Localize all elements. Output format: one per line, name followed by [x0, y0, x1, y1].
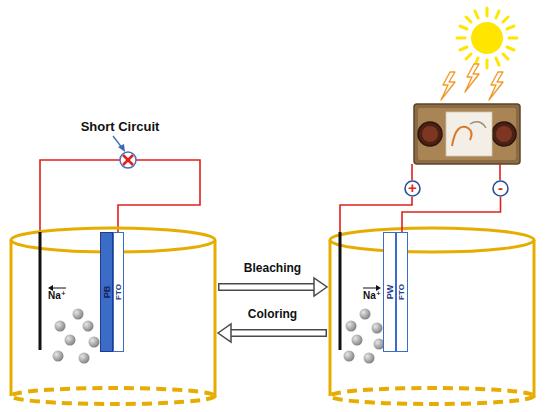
arrow-head — [314, 278, 327, 296]
beaker-bottom — [330, 388, 534, 404]
polarity-sign: - — [492, 180, 509, 197]
process-label: Coloring — [213, 307, 333, 321]
arrow-head — [218, 324, 231, 342]
electrochromic-cell: Na⁺ PW FTO — [327, 226, 537, 408]
connector-group — [218, 324, 327, 342]
ion-ball — [83, 321, 94, 332]
sun-symbol — [457, 8, 517, 68]
electrode-layer: PB — [100, 232, 113, 352]
ion-ball — [346, 321, 357, 332]
beaker-wall — [329, 240, 332, 396]
circuit-wires — [40, 160, 500, 232]
terminal-node: + — [404, 180, 421, 197]
ion-arrow — [51, 288, 66, 289]
ion-ball — [53, 351, 64, 362]
terminal-circle — [405, 181, 420, 196]
block-arrow — [218, 283, 317, 291]
layer-label: FTO — [115, 284, 123, 300]
circuit-wire — [402, 197, 501, 232]
layer-label: FTO — [398, 284, 406, 300]
counter-electrode — [339, 232, 342, 350]
electrochromic-cell: Na⁺ PB FTO — [8, 226, 218, 408]
ion-label: Na⁺ — [363, 290, 381, 301]
ion-ball — [79, 353, 90, 364]
ion-ball — [344, 351, 355, 362]
block-arrow-fill — [229, 331, 326, 336]
ion-arrow — [363, 288, 378, 289]
lightning-symbols — [441, 64, 503, 100]
terminal-node: - — [492, 180, 509, 197]
layer-label: PW — [385, 285, 394, 300]
callout-label: Short Circuit — [60, 119, 180, 134]
electrode-layer: FTO — [396, 232, 408, 352]
ion-ball — [360, 309, 371, 320]
block-arrow-fill — [220, 285, 317, 290]
solar-cell — [414, 104, 520, 164]
block-arrow — [228, 329, 327, 337]
beaker-rim — [330, 228, 534, 252]
ion-ball — [364, 353, 375, 364]
electrode-layer: FTO — [113, 232, 124, 352]
polarity-sign: + — [404, 180, 421, 197]
layer-label: PB — [102, 286, 111, 299]
connector-group — [402, 197, 501, 232]
ion-ball — [352, 335, 363, 346]
connector-group — [218, 278, 327, 296]
beaker-wall — [533, 240, 536, 396]
short-circuit-switch — [120, 152, 136, 168]
process-label: Bleaching — [213, 261, 333, 275]
ion-ball — [89, 337, 100, 348]
ion-ball — [55, 321, 66, 332]
ion-ball — [73, 309, 84, 320]
ion-ball — [65, 335, 76, 346]
ion-label: Na⁺ — [48, 290, 66, 301]
beaker-bottom — [11, 388, 215, 404]
terminal-circle — [493, 181, 508, 196]
leader-arrow — [113, 136, 125, 152]
electrode-layer: PW — [383, 232, 396, 352]
counter-electrode — [39, 232, 42, 350]
beaker-wall — [214, 240, 217, 396]
beaker-wall — [10, 240, 13, 396]
ion-ball — [372, 323, 383, 334]
beaker-outline — [327, 226, 537, 408]
